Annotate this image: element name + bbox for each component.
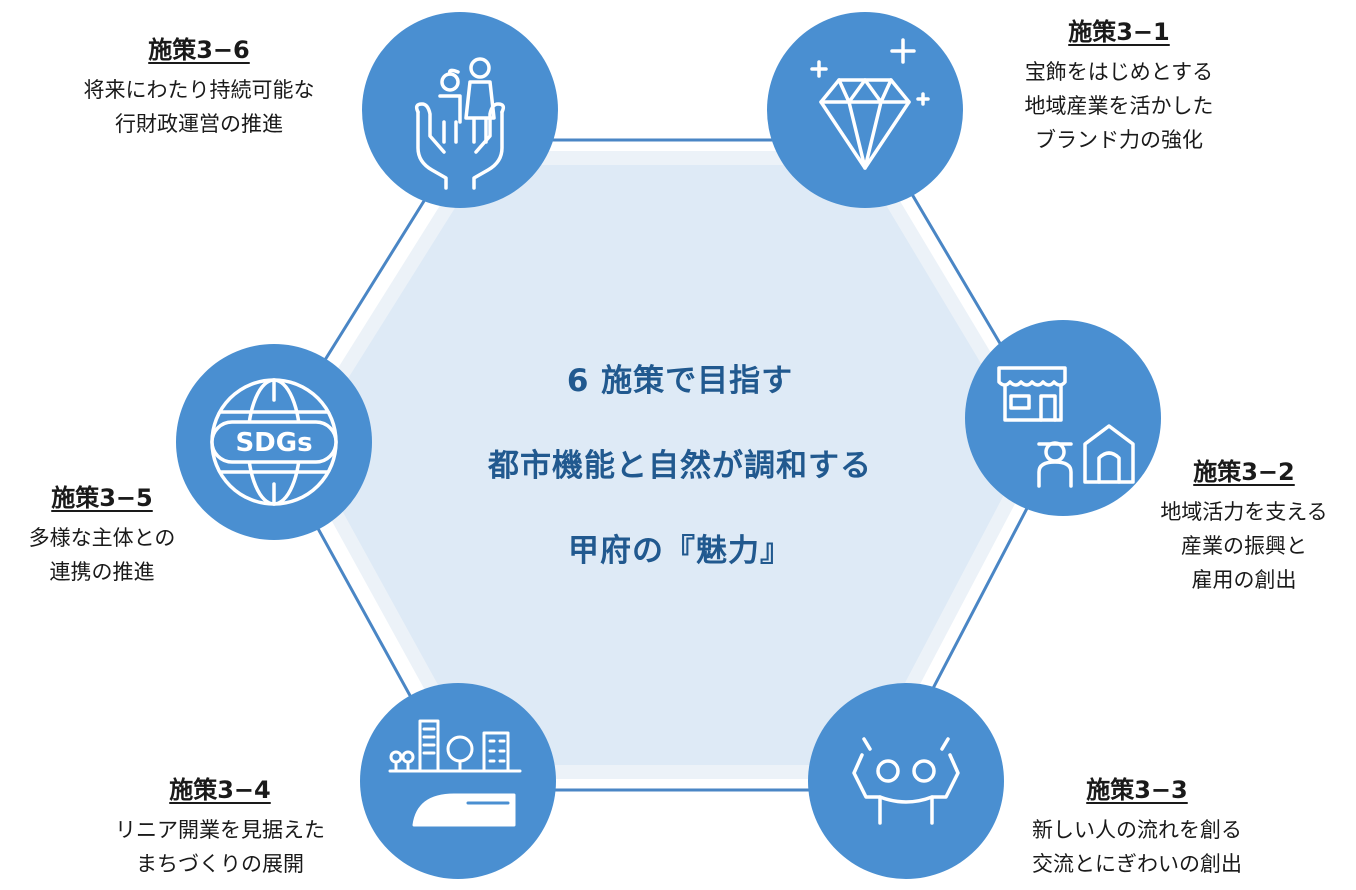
- policy-3-1-line-1: 宝飾をはじめとする: [1024, 60, 1214, 84]
- policy-3-4-circle: [360, 683, 556, 879]
- city-train-icon: [388, 719, 522, 827]
- policy-3-1-label: 施策3−1 宝飾をはじめとする 地域産業を活かした ブランド力の強化: [1000, 12, 1238, 157]
- policy-3-2-line-1: 地域活力を支える: [1160, 500, 1328, 524]
- policy-3-6-label: 施策3−6 将来にわたり持続可能な 行財政運営の推進: [38, 30, 360, 141]
- diamond-icon: [810, 38, 930, 170]
- policy-3-5-circle: SDGs: [176, 344, 372, 540]
- people-cheering-icon: [852, 737, 960, 825]
- policy-3-5-line-2: 連携の推進: [49, 560, 155, 584]
- policy-3-3-circle: [808, 683, 1004, 879]
- center-line-2: 都市機能と自然が調和する: [488, 448, 872, 484]
- center-line-1: 6 施策で目指す: [566, 363, 794, 399]
- policy-3-3-line-1: 新しい人の流れを創る: [1032, 818, 1242, 842]
- policy-3-2-label: 施策3−2 地域活力を支える 産業の振興と 雇用の創出: [1134, 452, 1354, 597]
- policy-3-3-line-2: 交流とにぎわいの創出: [1032, 852, 1242, 876]
- policy-3-4-title: 施策3−4: [169, 776, 271, 804]
- policy-3-6-title: 施策3−6: [148, 36, 250, 64]
- policy-3-5-label: 施策3−5 多様な主体との 連携の推進: [0, 478, 204, 589]
- policy-3-2-line-2: 産業の振興と: [1181, 534, 1307, 558]
- policy-3-1-line-3: ブランド力の強化: [1035, 128, 1203, 152]
- policy-3-5-line-1: 多様な主体との: [28, 526, 176, 550]
- policy-3-1-line-2: 地域産業を活かした: [1024, 94, 1214, 118]
- svg-text:SDGs: SDGs: [235, 428, 312, 458]
- policy-3-6-line-2: 行財政運営の推進: [115, 112, 283, 136]
- policy-3-6-line-1: 将来にわたり持続可能な: [83, 78, 315, 102]
- policy-3-2-line-3: 雇用の創出: [1191, 568, 1297, 592]
- policy-3-2-circle: [965, 320, 1161, 516]
- policy-3-3-label: 施策3−3 新しい人の流れを創る 交流とにぎわいの創出: [985, 770, 1289, 881]
- hands-family-icon: [414, 57, 506, 190]
- policy-3-1-circle: [767, 12, 963, 208]
- center-line-3: 甲府の『魅力』: [568, 533, 792, 569]
- policy-3-4-line-1: リニア開業を見据えた: [115, 818, 325, 842]
- policy-3-6-circle: [362, 12, 558, 208]
- policy-3-4-label: 施策3−4 リニア開業を見据えた まちづくりの展開: [68, 770, 372, 881]
- policy-3-4-line-2: まちづくりの展開: [136, 852, 304, 876]
- sdgs-globe-icon: SDGs: [210, 378, 338, 506]
- policy-3-2-title: 施策3−2: [1193, 458, 1295, 486]
- policy-3-1-title: 施策3−1: [1068, 18, 1170, 46]
- policy-3-5-title: 施策3−5: [51, 484, 153, 512]
- shop-farmer-icon: [997, 366, 1135, 488]
- policy-3-3-title: 施策3−3: [1086, 776, 1188, 804]
